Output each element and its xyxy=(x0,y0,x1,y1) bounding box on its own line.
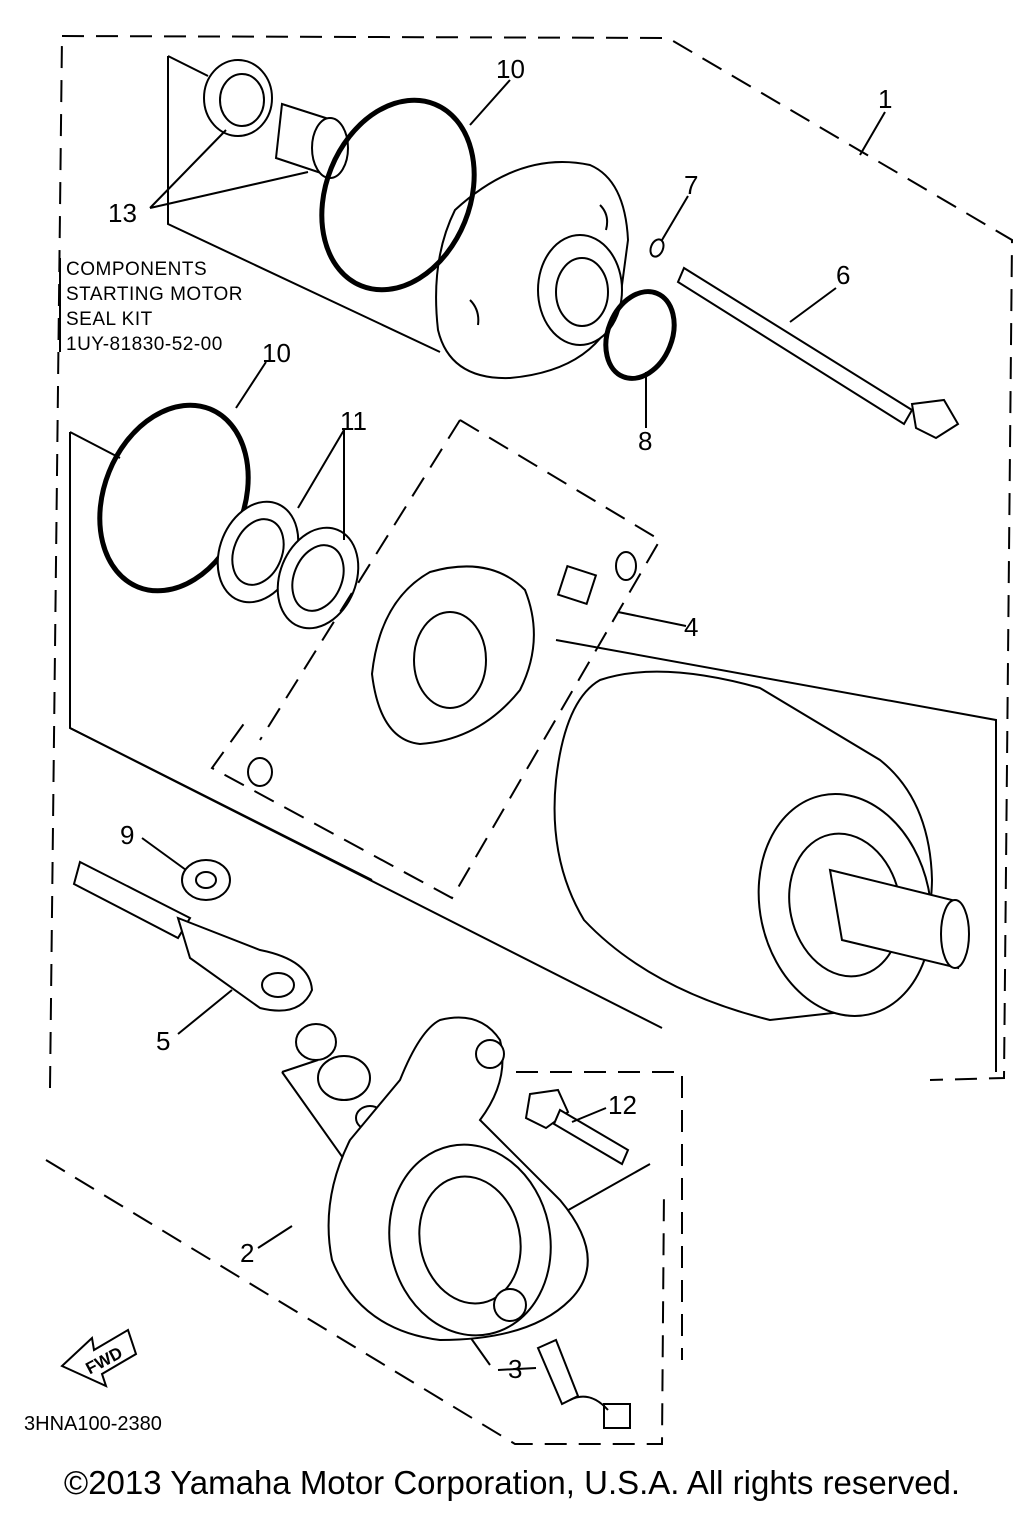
washer-b-hole xyxy=(291,544,345,612)
callout-11: 11 xyxy=(340,406,367,436)
terminal-bolt xyxy=(536,1338,631,1429)
callout-7: 7 xyxy=(684,170,698,200)
brush-spring-upper xyxy=(615,551,637,581)
callout-4: 4 xyxy=(684,612,698,642)
oil-seal xyxy=(203,59,273,137)
callout-8: 8 xyxy=(638,426,652,456)
o-ring-upper xyxy=(319,97,477,293)
terminal-nut xyxy=(295,1023,337,1061)
leader-lines xyxy=(141,79,886,1371)
callout-3: 3 xyxy=(508,1354,522,1384)
callout-5: 5 xyxy=(156,1026,170,1056)
seal-kit-bracket xyxy=(69,55,441,881)
nut-9-hole xyxy=(195,871,217,889)
seal-kit-note-line-4: 1UY-81830-52-00 xyxy=(66,334,223,355)
drawing-code: 3HNA100-2380 xyxy=(24,1413,162,1435)
rear-cover xyxy=(435,161,630,380)
through-bolt xyxy=(676,266,960,440)
callout-10-lower: 10 xyxy=(262,338,291,368)
lower-solid-bracket xyxy=(69,727,663,1029)
yoke-boundary xyxy=(555,639,997,1072)
front-cover xyxy=(327,1016,589,1342)
fwd-arrow-icon: FWD xyxy=(60,1328,138,1388)
small-o-ring-7 xyxy=(649,238,665,258)
brush-spring-lower xyxy=(247,757,273,787)
needle-bearing xyxy=(274,102,349,179)
bolt-12 xyxy=(524,1088,630,1166)
brush-plate xyxy=(370,565,535,746)
callout-12: 12 xyxy=(608,1090,637,1120)
copyright-notice: ©2013 Yamaha Motor Corporation, U.S.A. A… xyxy=(63,1464,961,1501)
seal-kit-note-line-2: STARTING MOTOR xyxy=(66,284,243,305)
motor-yoke xyxy=(553,670,970,1022)
callout-10-upper: 10 xyxy=(496,54,525,84)
callout-1: 1 xyxy=(878,84,892,114)
assembly-boundary xyxy=(45,35,1014,1445)
washer-a-hole xyxy=(231,518,285,586)
bolt-12-bracket xyxy=(516,1071,683,1360)
o-ring-small xyxy=(603,289,677,381)
callout-9: 9 xyxy=(120,820,134,850)
callout-6: 6 xyxy=(836,260,850,290)
seal-kit-note-line-3: SEAL KIT xyxy=(66,309,153,330)
brush-set-boundary xyxy=(210,419,662,900)
nut-9 xyxy=(181,859,231,901)
callout-13: 13 xyxy=(108,198,137,228)
seal-kit-note-line-1: COMPONENTS xyxy=(66,259,207,280)
lead-wire xyxy=(72,860,314,1012)
callout-2: 2 xyxy=(240,1238,254,1268)
terminal-washer xyxy=(317,1055,371,1101)
brush xyxy=(556,564,598,606)
